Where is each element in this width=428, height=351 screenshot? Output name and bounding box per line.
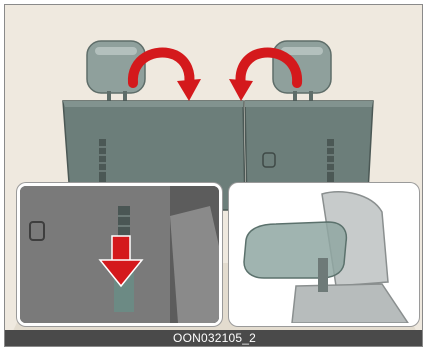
inset-folded-headrest [229,183,419,326]
figure-code-caption: OON032105_2 [5,330,423,346]
folded-headrest-illustration [232,186,416,323]
release-button-illustration [20,186,219,323]
figure-illustration: OON032105_2 [4,4,423,347]
inset-release-button [17,183,222,326]
